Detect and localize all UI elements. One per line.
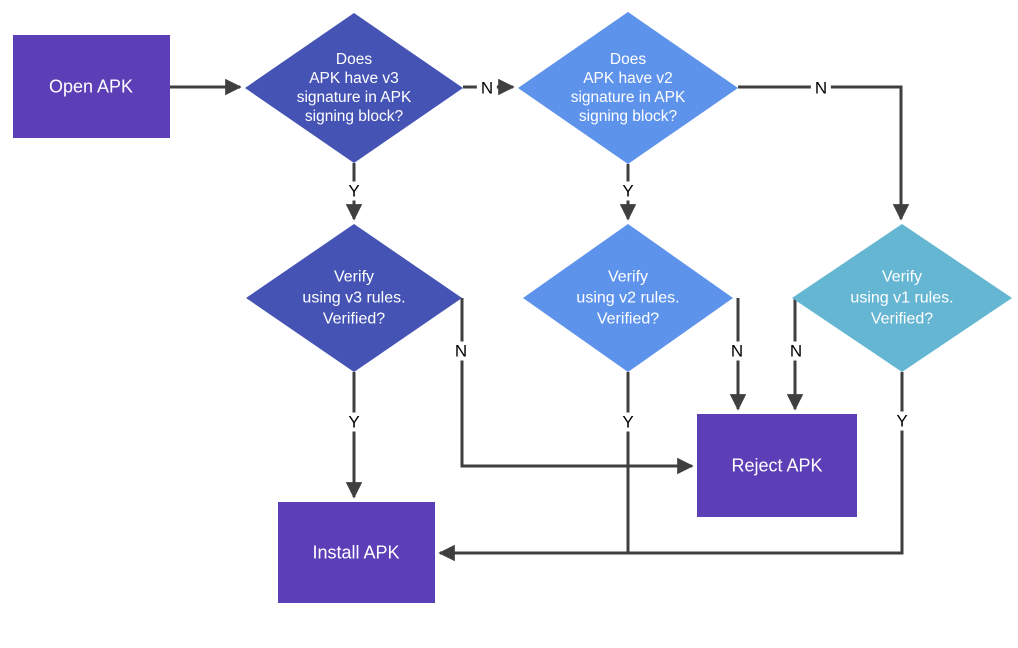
verifyv3-diamond: [246, 224, 462, 372]
edge-label-qv2-no: N: [810, 78, 832, 98]
edge-label-qv3-yes: Y: [344, 181, 364, 201]
edge-label-verifyv1-yes: Y: [892, 411, 912, 431]
qv2-diamond: [518, 12, 738, 164]
open-apk-box: [13, 35, 170, 138]
install-apk-box: [278, 502, 435, 603]
edge-label-verifyv2-no: N: [726, 341, 748, 361]
edge-label-qv3-no: N: [476, 78, 498, 98]
edge-label-verifyv3-yes: Y: [344, 412, 364, 432]
edge-label-verifyv3-no: N: [450, 341, 472, 361]
verifyv2-diamond: [523, 224, 733, 372]
edge-label-qv2-yes: Y: [618, 181, 638, 201]
reject-apk-box: [697, 414, 857, 517]
verifyv1-diamond: [792, 224, 1012, 372]
edge-label-verifyv2-yes: Y: [618, 412, 638, 432]
edge-label-verifyv1-no: N: [785, 341, 807, 361]
edge-qv2-no-to-verifyv1: [738, 85, 910, 221]
qv3-diamond: [245, 13, 463, 163]
edge-verifyv1-yes-to-install: [438, 372, 904, 562]
